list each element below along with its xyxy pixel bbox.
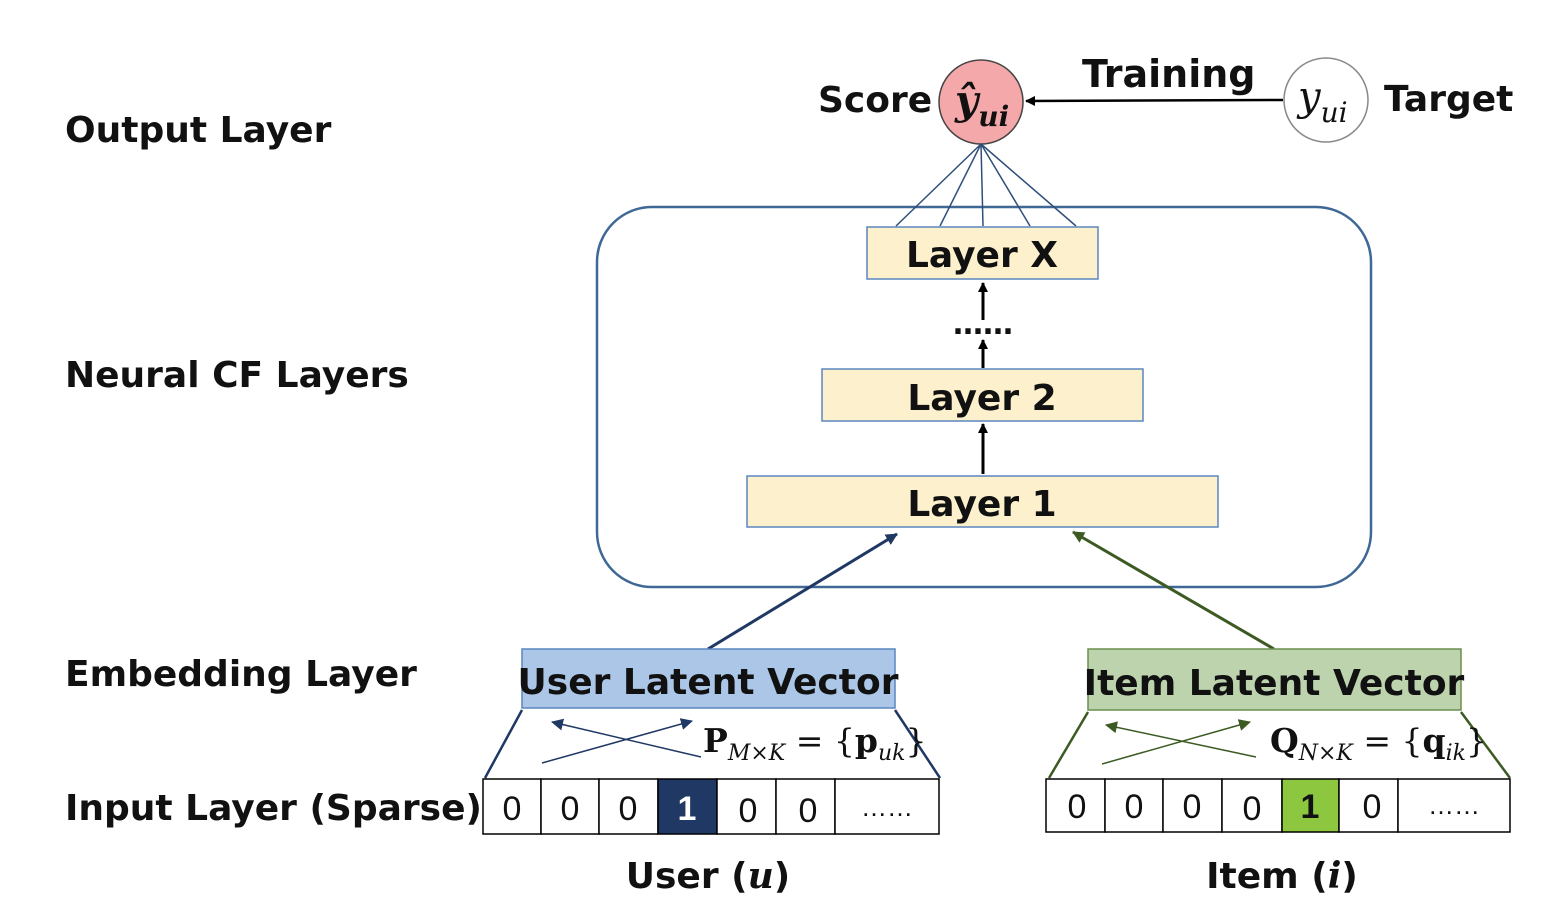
item-input-cell-value: 0 — [1243, 790, 1262, 828]
item-input-cell — [1045, 778, 1106, 833]
user-input-cell-value-active: 1 — [678, 790, 697, 828]
item-projection-left-edge — [1047, 711, 1090, 779]
target-node — [1283, 57, 1369, 143]
item-input-vector: 0 0 0 0 1 0 …… — [1045, 778, 1511, 833]
layer-2-label: Layer 2 — [907, 378, 1056, 419]
user-embedding-arrow — [707, 532, 898, 651]
user-input-cell-value: 0 — [739, 792, 758, 830]
user-caption: User (u) — [626, 855, 790, 897]
item-input-cell — [1162, 778, 1223, 833]
item-input-cell-value: 0 — [1125, 788, 1144, 826]
item-embedding-matrix: QN×K = {qik} — [1270, 721, 1487, 766]
item-latent-vector-label: Item Latent Vector — [1084, 663, 1465, 704]
output-layer-label: Output Layer — [65, 110, 332, 151]
item-latent-vector-box — [1087, 648, 1462, 711]
score-label: Score — [818, 80, 932, 121]
user-projection-left-edge — [483, 709, 524, 779]
user-input-cell-value: 0 — [619, 790, 638, 828]
item-input-cell — [1397, 778, 1511, 833]
neural-cf-layers-label: Neural CF Layers — [65, 355, 409, 396]
user-input-cell — [482, 778, 542, 835]
user-latent-vector-label: User Latent Vector — [518, 662, 899, 703]
user-input-vector: 0 0 0 1 0 0 …… — [482, 778, 940, 835]
layer-x-label: Layer X — [906, 235, 1058, 276]
user-latent-vector-box — [521, 648, 896, 709]
embedding-layer-label: Embedding Layer — [65, 654, 417, 695]
layer-1-box — [746, 475, 1219, 528]
user-input-cell — [540, 778, 600, 835]
score-symbol: ŷui — [954, 77, 1009, 133]
user-input-cell-active — [657, 778, 718, 835]
input-layer-label: Input Layer (Sparse) — [65, 788, 482, 829]
training-label: Training — [1082, 52, 1256, 96]
user-input-cell — [834, 778, 940, 835]
user-input-cell-value: 0 — [561, 790, 580, 828]
layer-ellipsis: …… — [953, 307, 1013, 342]
layer-2-box — [821, 368, 1144, 422]
user-input-cell — [716, 778, 777, 835]
user-input-cell-value: 0 — [503, 790, 522, 828]
user-input-cell-value: 0 — [799, 792, 818, 830]
item-input-cell — [1221, 778, 1283, 833]
user-input-cell-ellipsis: …… — [861, 792, 913, 822]
user-mixing-arrows — [541, 718, 702, 764]
item-projection-right-edge — [1459, 711, 1512, 779]
layer-x-box — [866, 226, 1099, 280]
layer-x-to-score-lines — [895, 143, 1077, 227]
item-input-cell-ellipsis: …… — [1428, 790, 1480, 820]
neural-cf-container — [595, 205, 1373, 589]
target-label: Target — [1384, 79, 1513, 120]
user-embedding-matrix: PM×K = {puk} — [703, 721, 926, 766]
item-input-cell-value: 0 — [1183, 788, 1202, 826]
item-input-cell — [1104, 778, 1164, 833]
target-symbol: yui — [1296, 74, 1348, 129]
training-arrow — [1025, 95, 1284, 106]
user-projection-right-edge — [893, 709, 942, 779]
item-input-cell-active — [1281, 778, 1340, 833]
item-embedding-arrow — [1072, 530, 1275, 651]
item-input-cell-value-active: 1 — [1301, 788, 1320, 826]
item-input-cell-value: 0 — [1363, 788, 1382, 826]
user-input-cell — [775, 778, 836, 835]
layer-1-label: Layer 1 — [907, 484, 1056, 525]
item-input-cell-value: 0 — [1068, 788, 1087, 826]
item-mixing-arrows — [1101, 719, 1257, 765]
item-caption: Item (i) — [1206, 855, 1358, 897]
